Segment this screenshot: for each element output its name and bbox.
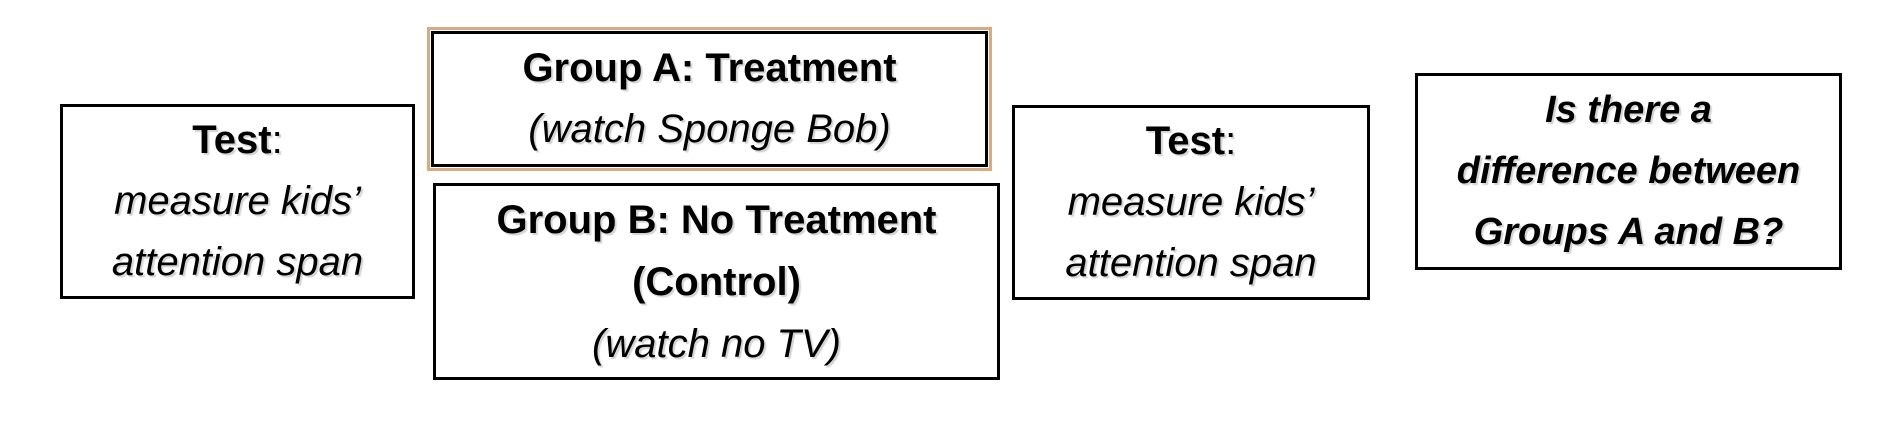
pretest-title-word: Test bbox=[192, 118, 272, 162]
pretest-title-colon: : bbox=[271, 118, 283, 162]
group-a-treatment-box: Group A: Treatment (watch Sponge Bob) bbox=[427, 27, 992, 171]
group-b-subtitle: (watch no TV) bbox=[592, 321, 841, 366]
posttest-box: Test: measure kids’ attention span bbox=[1012, 105, 1370, 300]
pretest-line-2: measure kids’ bbox=[114, 179, 361, 223]
group-b-control-label: (Control) bbox=[632, 259, 801, 304]
group-a-title: Group A: Treatment bbox=[522, 46, 897, 90]
group-b-title: Group B: No Treatment bbox=[496, 197, 937, 242]
question-line-2: difference between bbox=[1456, 150, 1801, 192]
question-line-3: Groups A and B? bbox=[1473, 211, 1784, 253]
pretest-line-3: attention span bbox=[111, 240, 364, 284]
posttest-title-word: Test bbox=[1145, 119, 1226, 163]
posttest-title: Test: bbox=[1146, 111, 1236, 172]
question-box: Is there a difference between Groups A a… bbox=[1415, 73, 1842, 270]
posttest-title-colon: : bbox=[1225, 119, 1237, 163]
posttest-line-2: measure kids’ bbox=[1067, 180, 1315, 224]
pretest-box: Test: measure kids’ attention span bbox=[60, 104, 415, 299]
posttest-line-3: attention span bbox=[1065, 241, 1317, 285]
group-b-control-box: Group B: No Treatment (Control) (watch n… bbox=[433, 183, 1000, 380]
pretest-title: Test: bbox=[192, 110, 282, 171]
group-a-subtitle: (watch Sponge Bob) bbox=[528, 107, 891, 151]
question-line-1: Is there a bbox=[1545, 89, 1712, 131]
